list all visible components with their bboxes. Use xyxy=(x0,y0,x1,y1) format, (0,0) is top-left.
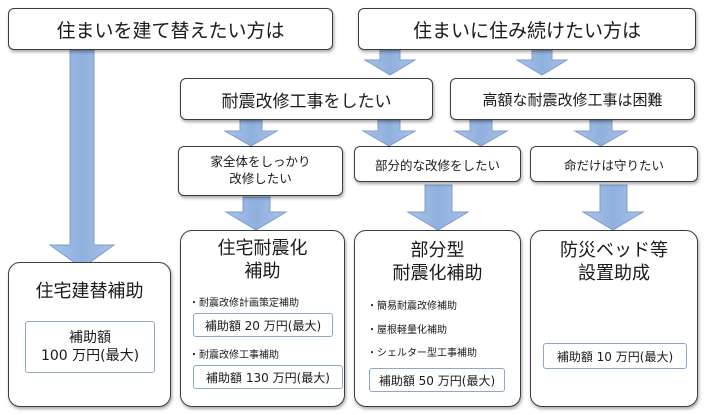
rebuild-amount-box: 補助額 100 万円(最大) xyxy=(25,321,155,373)
whole-house-line1: 家全体をしっかり xyxy=(210,154,311,170)
arrow-expensive-partial xyxy=(453,119,509,147)
partial-item-simple: ・簡易耐震改修補助 xyxy=(367,301,457,312)
rebuild-amount-value: 100 万円(最大) xyxy=(40,348,140,364)
arrow-continue-left xyxy=(363,49,417,76)
quake-amount-work-box: 補助額 130 万円(最大) xyxy=(193,365,343,389)
partial-subsidy-title-line2: 耐震化補助 xyxy=(392,263,483,285)
arrow-retrofit-partial xyxy=(361,119,417,147)
partial-wish-box: 部分的な改修をしたい xyxy=(354,146,521,182)
expensive-box: 高額な耐震改修工事は困難 xyxy=(450,78,695,120)
life-wish-label: 命だけは守りたい xyxy=(563,157,664,173)
arrow-life-bed xyxy=(581,184,645,231)
partial-subsidy-box: 部分型 耐震化補助 ・簡易耐震改修補助 ・屋根軽量化補助 ・シェルター型工事補助… xyxy=(354,230,521,407)
rebuild-subsidy-box: 住宅建替補助 補助額 100 万円(最大) xyxy=(8,262,171,407)
quake-subsidy-title: 住宅耐震化 補助 xyxy=(181,237,344,284)
retrofit-box: 耐震改修工事をしたい xyxy=(180,78,433,120)
quake-subsidy-title-line2: 補助 xyxy=(244,261,281,283)
bed-subsidy-box: 防災ベッド等 設置助成 補助額 10 万円(最大) xyxy=(530,230,698,407)
bed-amount: 補助額 10 万円(最大) xyxy=(556,349,674,364)
bed-subsidy-title: 防災ベッド等 設置助成 xyxy=(531,239,697,286)
quake-amount-plan: 補助額 20 万円(最大) xyxy=(204,318,322,333)
life-wish-box: 命だけは守りたい xyxy=(530,146,698,182)
rebuild-box: 住まいを建て替えたい方は xyxy=(8,8,333,50)
quake-item-plan: ・耐震改修計画策定補助 xyxy=(189,298,299,309)
partial-subsidy-title-line1: 部分型 xyxy=(410,240,465,261)
rebuild-amount-label: 補助額 xyxy=(69,329,111,346)
arrow-continue-right xyxy=(515,49,569,76)
partial-wish-label: 部分的な改修をしたい xyxy=(374,157,500,173)
whole-house-box: 家全体をしっかり 改修したい xyxy=(178,146,343,196)
retrofit-label: 耐震改修工事をしたい xyxy=(221,91,392,112)
arrow-whole-quake xyxy=(224,196,288,231)
partial-amount: 補助額 50 万円(最大) xyxy=(378,373,496,388)
whole-house-line2: 改修したい xyxy=(229,171,292,186)
quake-amount-work: 補助額 130 万円(最大) xyxy=(206,370,330,385)
bed-amount-box: 補助額 10 万円(最大) xyxy=(543,343,687,369)
rebuild-subsidy-title: 住宅建替補助 xyxy=(35,281,144,302)
continue-label: 住まいに住み続けたい方は xyxy=(412,19,641,42)
expensive-label: 高額な耐震改修工事は困難 xyxy=(482,90,663,109)
partial-item-roof: ・屋根軽量化補助 xyxy=(367,325,447,336)
arrow-retrofit-whole xyxy=(223,119,279,147)
quake-subsidy-title-line1: 住宅耐震化 xyxy=(217,238,308,259)
rebuild-label: 住まいを建て替えたい方は xyxy=(56,19,285,42)
arrow-expensive-life xyxy=(573,119,629,147)
arrow-rebuild-down xyxy=(48,49,116,269)
quake-subsidy-box: 住宅耐震化 補助 ・耐震改修計画策定補助 補助額 20 万円(最大) ・耐震改修… xyxy=(180,230,345,407)
partial-subsidy-title: 部分型 耐震化補助 xyxy=(355,239,520,286)
quake-item-work: ・耐震改修工事補助 xyxy=(189,350,279,361)
arrow-partial-subsidy xyxy=(406,184,470,231)
partial-item-shelter: ・シェルター型工事補助 xyxy=(367,348,477,359)
bed-subsidy-title-line1: 防災ベッド等 xyxy=(560,240,668,261)
bed-subsidy-title-line2: 設置助成 xyxy=(578,263,650,285)
continue-box: 住まいに住み続けたい方は xyxy=(358,8,696,50)
partial-amount-box: 補助額 50 万円(最大) xyxy=(369,368,505,392)
quake-amount-plan-box: 補助額 20 万円(最大) xyxy=(193,313,333,337)
